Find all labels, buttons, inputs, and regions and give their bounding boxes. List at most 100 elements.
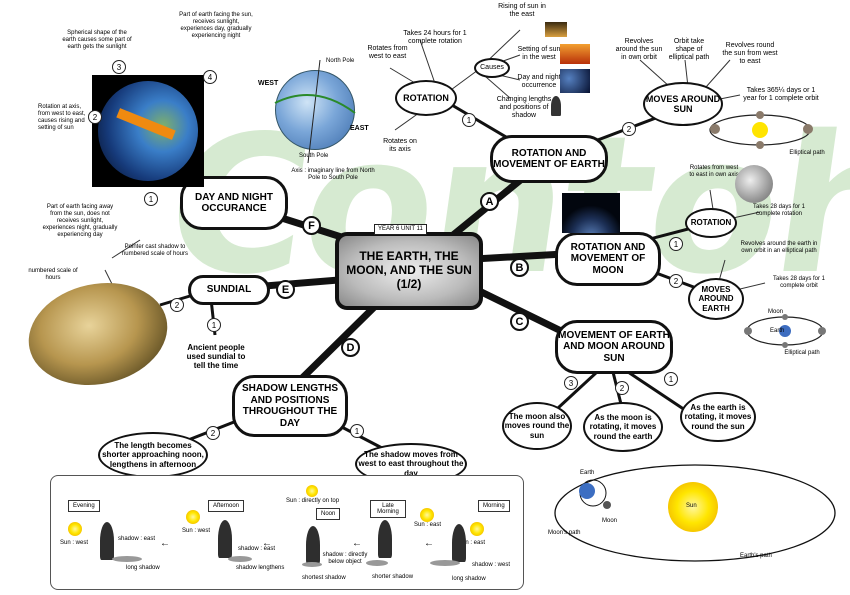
- letter-f: F: [302, 216, 321, 235]
- sun-east-morning: Sun : east: [458, 540, 486, 546]
- f3-spherical-shape: Spherical shape of the earth causes some…: [62, 30, 132, 50]
- central-topic: YEAR 6 UNIT 11 THE EARTH, THE MOON, AND …: [335, 224, 483, 310]
- orbit-earth-label: Earth: [580, 470, 595, 476]
- revolves-around-earth: Revolves around the earth in own orbit i…: [740, 241, 818, 254]
- changing-shadow-lengths: Changing lengths and positions of shadow: [496, 96, 552, 120]
- num-c3: 3: [564, 376, 578, 390]
- sunset-photo: [560, 44, 590, 64]
- num-d2: 2: [206, 426, 220, 440]
- shadow-east-evening: shadow : east: [118, 536, 156, 542]
- setting-sun-west: Setting of sun in the west: [517, 46, 561, 62]
- branch-b-title: ROTATION AND MOVEMENT OF MOON: [555, 232, 661, 286]
- arrow-2: ←: [262, 538, 272, 549]
- sunrise-photo: [545, 22, 567, 37]
- afternoon-tree-icon: [218, 520, 232, 558]
- moon-orbit-diagram: [744, 314, 826, 348]
- causes-node: Causes: [474, 58, 510, 78]
- sun-west-evening: Sun : west: [60, 540, 89, 546]
- earth-rotation-node: ROTATION: [395, 80, 457, 116]
- axis-label: Axis : imaginary line from North Pole to…: [291, 168, 375, 181]
- east-label: EAST: [350, 125, 369, 132]
- branch-a-title: ROTATION AND MOVEMENT OF EARTH: [490, 135, 608, 183]
- branch-e-title: SUNDIAL: [188, 275, 270, 305]
- revolves-west-east: Revolves round the sun from west to east: [722, 42, 778, 66]
- num-f1: 1: [144, 192, 158, 206]
- num-b2: 2: [669, 274, 683, 288]
- arrow-4: ←: [424, 538, 434, 549]
- moon-rotates-west-east: Rotates from west to east in own axis: [689, 165, 739, 178]
- orbit-moon-label: Moon: [602, 518, 618, 524]
- num-f2: 2: [88, 110, 102, 124]
- earths-path-label: Earth's path: [740, 553, 772, 559]
- late-morning-sun: [420, 508, 434, 522]
- evening-tree-icon: [100, 522, 114, 560]
- d2-shadow-length: The length becomes shorter approaching n…: [98, 432, 208, 478]
- morning-sun: [470, 522, 484, 536]
- shortest-shadow: shortest shadow: [302, 575, 346, 581]
- shadow-east-afternoon: shadow : east: [238, 546, 276, 552]
- num-c2: 2: [615, 381, 629, 395]
- elliptical-path-label-a: Elliptical path: [789, 150, 825, 156]
- pointer-cast-shadow: Pointer cast shadow to numbered scale of…: [121, 244, 189, 257]
- numbered-scale: numbered scale of hours: [28, 268, 78, 281]
- rotates-on-axis: Rotates on its axis: [383, 138, 417, 154]
- earth-label-b: Earth: [770, 328, 785, 334]
- c3-moon-moves-sun: The moon also moves round the sun: [502, 402, 572, 450]
- num-a1: 1: [462, 113, 476, 127]
- earth-orbit-diagram: [709, 111, 813, 149]
- shadow-below-noon: shadow : directly below object: [322, 552, 368, 565]
- shadow-lengthens: shadow lengthens: [236, 565, 285, 571]
- rotates-west-east: Rotates from west to east: [367, 45, 408, 61]
- late-morning-shadow: [366, 560, 388, 566]
- sun-top-noon: Sun : directly on top: [286, 498, 340, 504]
- day-night-occurrence: Day and night occurrence: [517, 74, 561, 90]
- num-b1: 1: [669, 237, 683, 251]
- letter-e: E: [276, 280, 295, 299]
- west-label: WEST: [258, 80, 279, 87]
- takes-28-days-orbit: Takes 28 days for 1 complete orbit: [772, 276, 826, 289]
- num-d1: 1: [350, 424, 364, 438]
- num-a2: 2: [622, 122, 636, 136]
- orbit-sun-label: Sun: [686, 503, 697, 509]
- num-e2: 2: [170, 298, 184, 312]
- shadow-day-panel: [50, 475, 524, 590]
- arrow-3: ←: [352, 538, 362, 549]
- evening-tag: Evening: [68, 500, 100, 512]
- night-photo: [560, 69, 590, 93]
- orbit-elliptical: Orbit take shape of elliptical path: [668, 38, 710, 62]
- f4-facing-sun: Part of earth facing the sun, receives s…: [179, 12, 253, 39]
- f1-facing-away: Part of earth facing away from the sun, …: [42, 204, 118, 238]
- south-pole-label: South Pole: [299, 153, 329, 159]
- noon-sun: [306, 485, 318, 497]
- num-f3: 3: [112, 60, 126, 74]
- globe-axis-line: [274, 59, 356, 164]
- branch-c-title: MOVEMENT OF EARTH AND MOON AROUND SUN: [555, 320, 673, 374]
- e1-ancient-sundial: Ancient people used sundial to tell the …: [186, 343, 246, 371]
- revolves-around-sun: Revolves around the sun in own orbit: [615, 38, 663, 62]
- branch-d-title: SHADOW LENGTHS AND POSITIONS THROUGHOUT …: [232, 375, 348, 437]
- letter-a: A: [480, 192, 499, 211]
- moon-photo: [735, 165, 773, 203]
- morning-tag: Morning: [478, 500, 510, 512]
- moon-moves-around-earth-node: MOVES AROUND EARTH: [688, 278, 744, 320]
- shadow-tree-photo: [551, 96, 561, 116]
- earth-moves-around-sun-node: MOVES AROUND SUN: [643, 82, 723, 126]
- letter-b: B: [510, 258, 529, 277]
- c1-earth-moves-sun: As the earth is rotating, it moves round…: [680, 392, 756, 442]
- shadow-west-morning: shadow : west: [472, 562, 511, 568]
- morning-shadow: [430, 560, 460, 566]
- num-c1: 1: [664, 372, 678, 386]
- takes-365-days: Takes 365¼ days or 1 year for 1 complete…: [743, 87, 819, 103]
- north-pole-label: North Pole: [326, 58, 355, 64]
- takes-28-days-rotation: Takes 28 days for 1 complete rotation: [752, 204, 806, 217]
- afternoon-shadow: [228, 556, 252, 562]
- letter-d: D: [341, 338, 360, 357]
- late-morning-tag: Late Morning: [370, 500, 406, 518]
- afternoon-tag: Afternoon: [208, 500, 245, 512]
- c2-moon-moves-earth: As the moon is rotating, it moves round …: [583, 402, 663, 452]
- noon-tree-icon: [306, 526, 320, 564]
- moons-path-label: Moon's path: [548, 530, 581, 536]
- evening-shadow: [112, 556, 142, 562]
- noon-tag: Noon: [316, 508, 341, 520]
- noon-shadow: [302, 562, 322, 567]
